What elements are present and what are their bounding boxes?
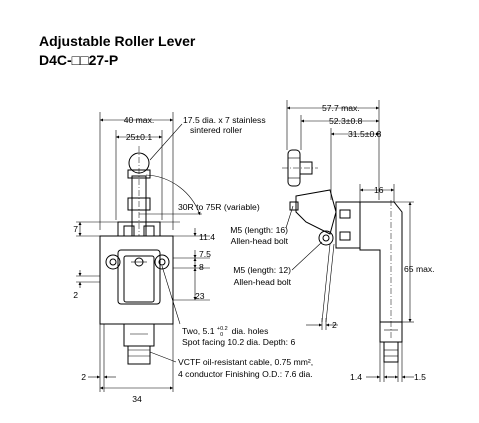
roller-note-1: 17.5 dia. x 7 stainless [183,115,266,125]
dim-2-left: 2 [73,290,78,300]
side-view: 57.7 max. 52.3±0.8 31.5±0.8 M5 (length [230,100,435,382]
dim-57-7: 57.7 max. [322,103,360,113]
bolt1-note-1: M5 (length: 16) [230,225,288,235]
dim-31-5: 31.5±0.8 [348,129,382,139]
bolt1-note-2: Allen-head bolt [231,236,289,246]
cable-note-2: 4 conductor Finishing O.D.: 7.6 dia. [178,369,313,379]
dim-1-4: 1.4 [350,372,362,382]
bolt2-note-2: Allen-head bolt [234,277,292,287]
dim-roller-pos: 25±0.1 [126,132,152,142]
holes-note-2: Spot facing 10.2 dia. Depth: 6 [182,337,295,347]
dim-65-max: 65 max. [404,264,435,274]
dim-7-left: 7 [73,224,78,234]
bolt2-note-1: M5 (length: 12) [233,265,291,275]
dim-34: 34 [132,394,142,404]
dim-bottom-2: 2 [81,372,86,382]
dim-16: 16 [374,185,384,195]
front-view: 40 max. 25±0.1 17.5 dia. x 7 stainless s… [73,112,313,404]
dim-1-5: 1.5 [414,372,426,382]
roller-note-2: sintered roller [190,125,242,135]
dim-23: 23 [195,291,205,301]
dim-7-5: 7.5 [199,249,211,259]
dim-width-max: 40 max. [124,115,155,125]
side-dim-2: 2 [332,320,337,330]
dim-8: 8 [199,262,204,272]
dim-52-3: 52.3±0.8 [329,116,363,126]
dim-11-4: 11.4 [199,232,215,242]
model-number: D4C-□□27-P [39,52,119,68]
cable-note-1: VCTF oil-resistant cable, 0.75 mm², [178,357,313,367]
holes-note-1: Two, 5.1 +0.2 0 dia. holes [182,322,268,338]
product-title: Adjustable Roller Lever [39,33,196,49]
radius-note: 30R to 75R (variable) [178,202,260,212]
